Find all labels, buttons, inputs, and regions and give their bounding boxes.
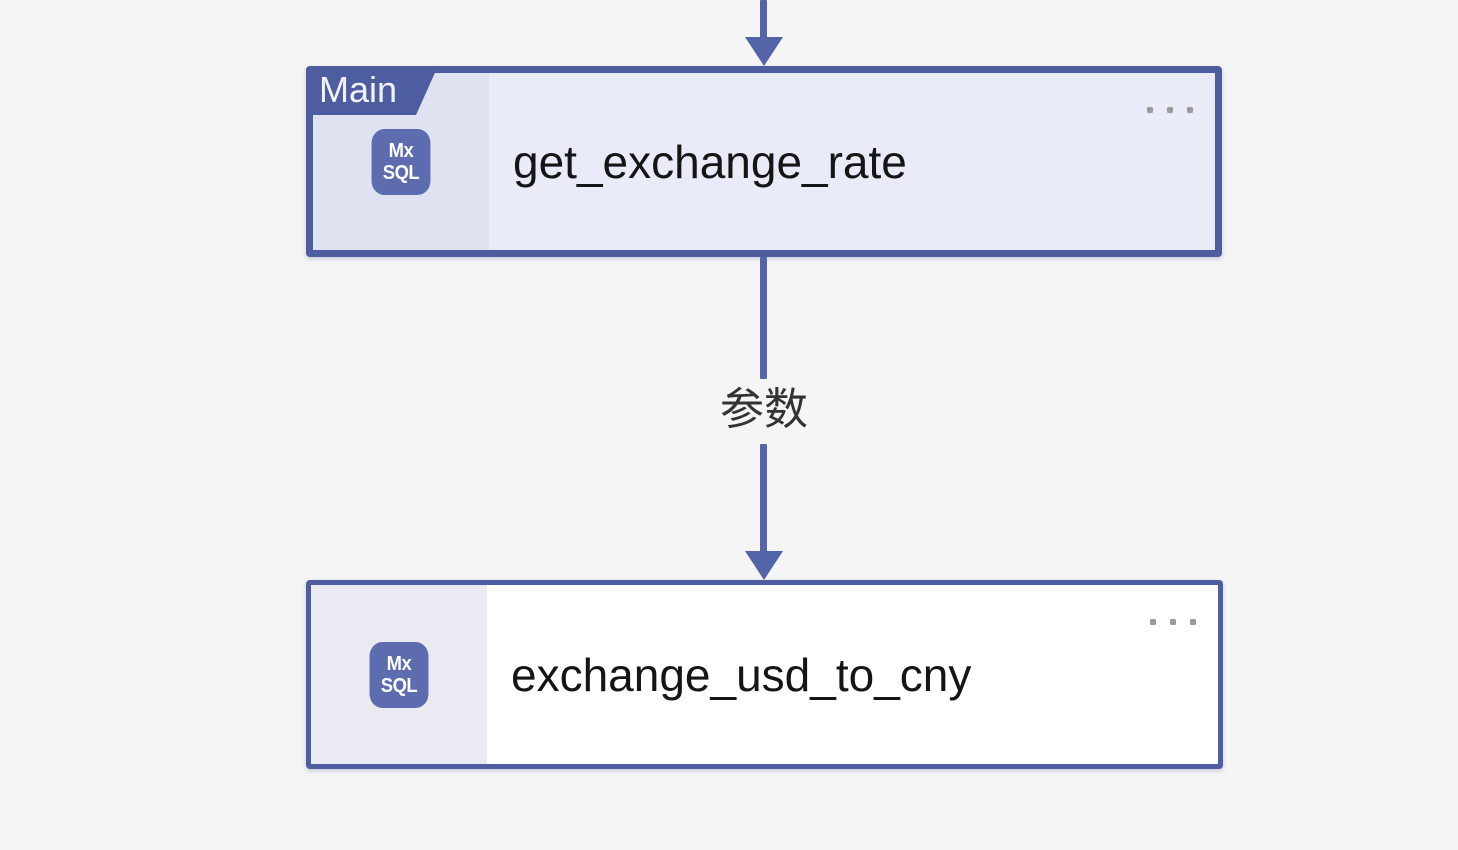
mxsql-icon-line2: SQL bbox=[382, 161, 420, 184]
edge-line-upper-segment bbox=[760, 257, 767, 379]
node-menu-button[interactable] bbox=[1150, 619, 1196, 625]
node-icon-column: Mx SQL bbox=[311, 585, 487, 764]
ellipsis-dot bbox=[1150, 619, 1156, 625]
incoming-edge-line bbox=[760, 0, 767, 39]
edge-line-lower-segment bbox=[760, 444, 767, 552]
ellipsis-dot bbox=[1147, 107, 1153, 113]
mxsql-icon-line2: SQL bbox=[380, 674, 418, 697]
node-title: exchange_usd_to_cny bbox=[511, 648, 972, 701]
edge-label[interactable]: 参数 bbox=[720, 385, 808, 434]
ellipsis-dot bbox=[1167, 107, 1173, 113]
node-title: get_exchange_rate bbox=[513, 135, 907, 188]
mxsql-icon-line1: Mx bbox=[386, 652, 412, 675]
edge-arrowhead-icon bbox=[745, 551, 783, 580]
ellipsis-dot bbox=[1170, 619, 1176, 625]
main-badge: Main bbox=[306, 66, 438, 115]
ellipsis-dot bbox=[1190, 619, 1196, 625]
ellipsis-dot bbox=[1187, 107, 1193, 113]
node-menu-button[interactable] bbox=[1147, 107, 1193, 113]
mxsql-icon: Mx SQL bbox=[369, 641, 429, 708]
node-exchange-usd-to-cny[interactable]: Mx SQL exchange_usd_to_cny bbox=[306, 580, 1223, 769]
mxsql-icon-line1: Mx bbox=[388, 139, 414, 162]
mxsql-icon: Mx SQL bbox=[371, 128, 431, 195]
node-get-exchange-rate[interactable]: Mx SQL get_exchange_rate Main bbox=[306, 66, 1222, 257]
incoming-edge-arrowhead-icon bbox=[745, 37, 783, 66]
